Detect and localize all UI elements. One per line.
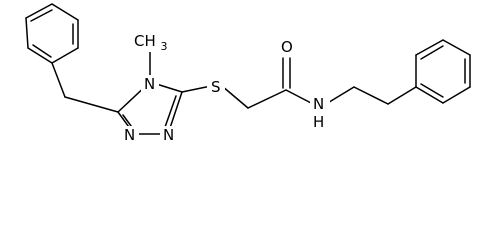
label-background (121, 126, 139, 144)
atom-label-layer: CH 3 N N N S O N H (121, 32, 330, 144)
methyl-text: CH (134, 32, 156, 50)
bond-inner (32, 44, 52, 58)
bond (51, 47, 79, 64)
triazole-nitrogen-top: N (144, 75, 155, 93)
methyl-label: CH 3 (134, 32, 168, 53)
bond (64, 96, 119, 113)
bond-inner (30, 9, 53, 22)
amide-nitrogen: N (313, 95, 324, 113)
bond (415, 86, 444, 104)
bond (51, 62, 66, 98)
bond (51, 3, 79, 21)
bond-inner (420, 83, 444, 98)
bond (353, 86, 389, 105)
bond-layer (25, 3, 471, 135)
bond (181, 85, 212, 93)
label-background (160, 126, 178, 144)
bond (442, 39, 471, 56)
bond (387, 86, 417, 105)
label-background (207, 78, 225, 96)
bond (25, 17, 29, 49)
sulfur-atom: S (211, 78, 221, 96)
structure-diagram: CH 3 N N N S O N H (25, 3, 471, 144)
bond (27, 47, 53, 64)
bond-double (163, 95, 177, 131)
bond (221, 85, 249, 109)
methyl-subscript: 3 (161, 40, 168, 53)
bond-inner (420, 45, 444, 60)
amide-hydrogen: H (313, 113, 324, 131)
triazole-nitrogen-right: N (163, 126, 174, 144)
label-background (277, 37, 297, 57)
bond (325, 86, 355, 105)
bond (442, 86, 471, 104)
triazole-nitrogen-left: N (124, 126, 135, 144)
label-background (133, 36, 167, 52)
bond (247, 89, 287, 109)
bond (25, 3, 53, 19)
bond (285, 89, 314, 105)
bond (415, 39, 444, 56)
label-background (310, 95, 330, 131)
label-background (141, 75, 159, 93)
carbonyl-oxygen: O (281, 38, 293, 56)
